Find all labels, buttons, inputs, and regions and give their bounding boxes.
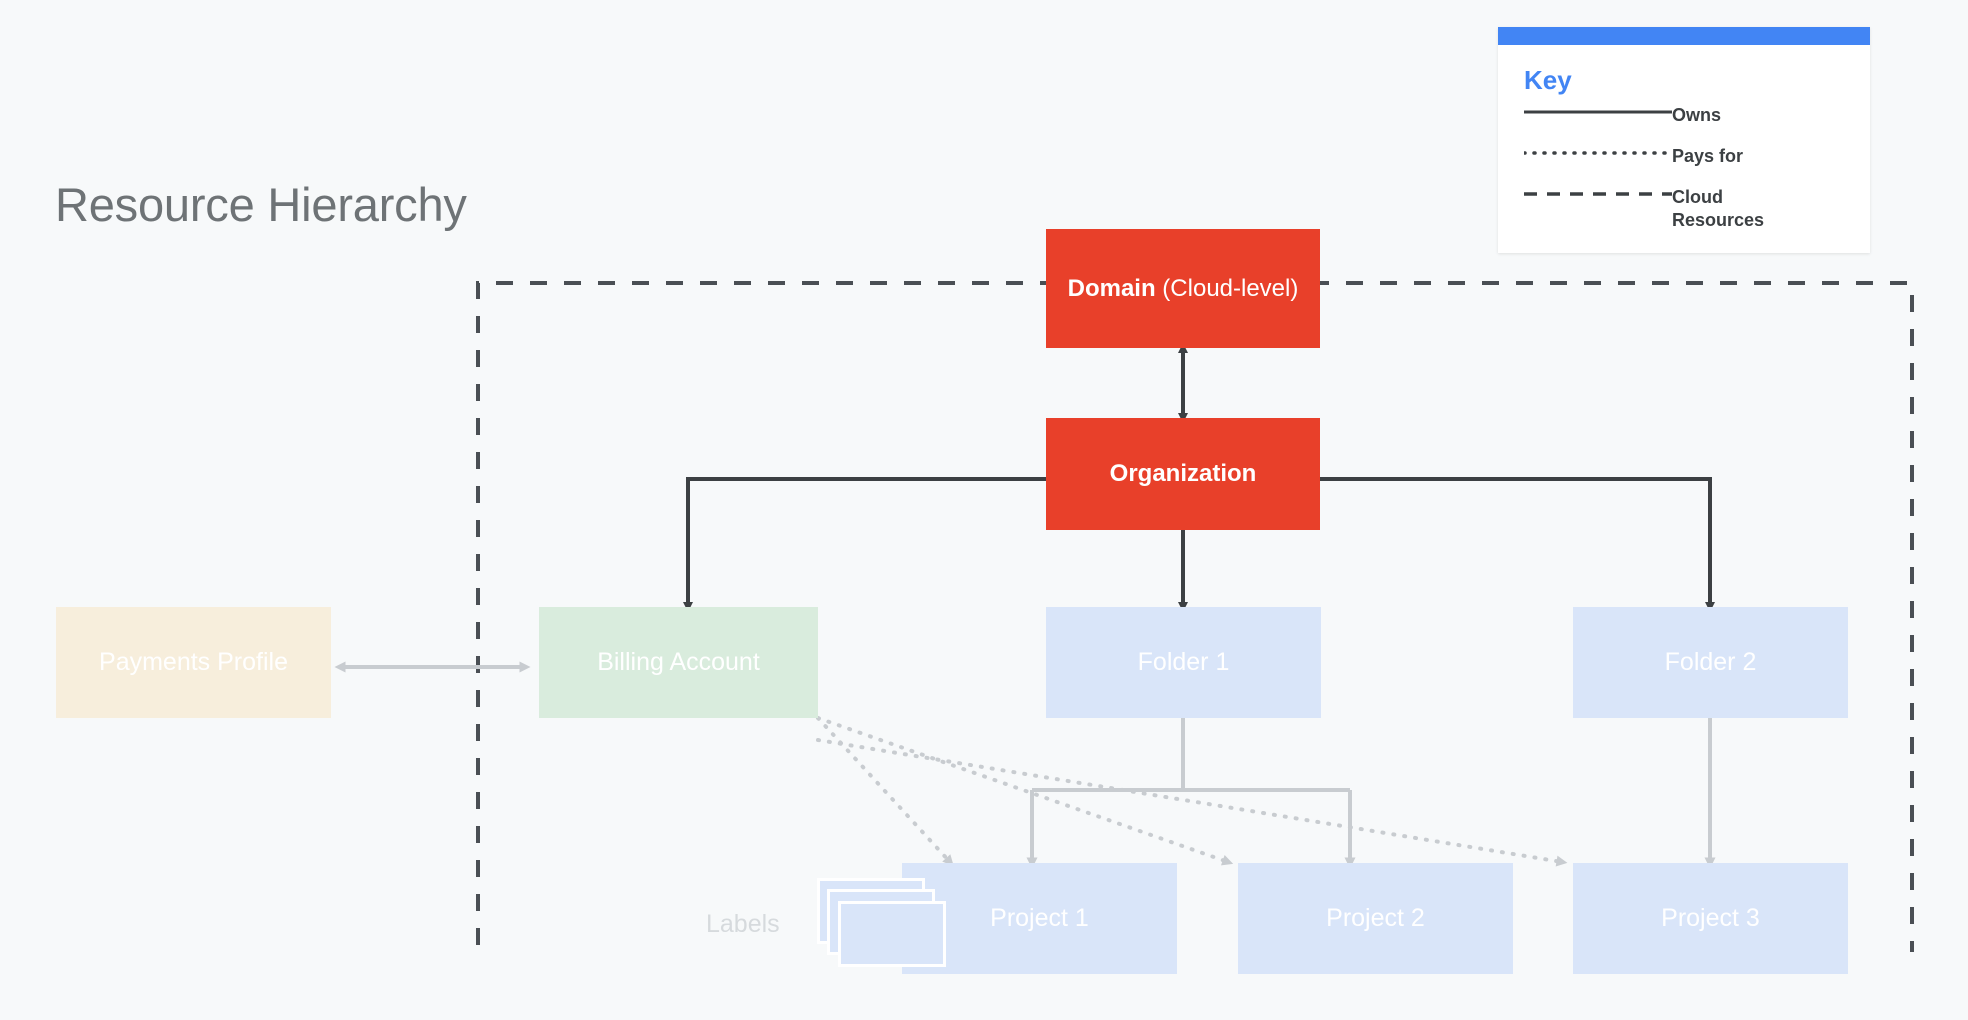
labels-annotation: Labels xyxy=(706,910,780,938)
edge-organization-billing-account xyxy=(683,477,1046,612)
node-project-2-label: Project 2 xyxy=(1326,903,1425,932)
node-project-1[interactable]: Project 1 xyxy=(902,863,1177,974)
dotted-line-icon xyxy=(1524,147,1672,169)
node-folder-1-label: Folder 1 xyxy=(1137,647,1230,676)
labels-stack-icon xyxy=(817,878,949,970)
node-folder-1[interactable]: Folder 1 xyxy=(1046,607,1321,718)
node-domain-name: Domain xyxy=(1067,274,1156,302)
label-card-front xyxy=(838,901,946,967)
node-organization[interactable]: Organization xyxy=(1046,418,1320,530)
node-billing-account[interactable]: Billing Account xyxy=(539,607,818,718)
key-label-pays-for: Pays for xyxy=(1672,146,1744,166)
edge-billing-pays-for xyxy=(816,716,1568,867)
key-row-cloud-resources: Cloud Resources xyxy=(1524,186,1844,231)
page-title: Resource Hierarchy xyxy=(55,178,467,231)
node-domain-qualifier: (Cloud-level) xyxy=(1155,274,1299,302)
node-project-2[interactable]: Project 2 xyxy=(1238,863,1513,974)
key-row-owns: Owns xyxy=(1524,104,1844,132)
key-label-owns: Owns xyxy=(1672,105,1722,125)
key-panel: Key Owns Pays for xyxy=(1498,27,1870,253)
key-accent-bar xyxy=(1498,27,1870,45)
node-payments-profile-label: Payments Profile xyxy=(99,647,288,676)
solid-line-icon xyxy=(1524,106,1672,128)
dashed-line-icon xyxy=(1524,188,1672,210)
node-project-3[interactable]: Project 3 xyxy=(1573,863,1848,974)
node-folder-2[interactable]: Folder 2 xyxy=(1573,607,1848,718)
node-payments-profile[interactable]: Payments Profile xyxy=(56,607,331,718)
key-label-cloud-resources: Cloud Resources xyxy=(1672,187,1765,230)
edge-folder1-projects xyxy=(1026,718,1356,869)
key-title: Key xyxy=(1524,65,1572,95)
node-billing-account-label: Billing Account xyxy=(597,647,760,676)
edge-organization-folder2 xyxy=(1320,477,1715,612)
node-project-3-label: Project 3 xyxy=(1661,903,1760,932)
node-organization-label: Organization xyxy=(1109,460,1257,487)
key-rows: Owns Pays for Cl xyxy=(1524,104,1844,231)
node-folder-2-label: Folder 2 xyxy=(1664,647,1757,676)
node-domain[interactable]: Domain (Cloud-level) xyxy=(1046,229,1320,348)
key-row-pays-for: Pays for xyxy=(1524,145,1844,173)
node-project-1-label: Project 1 xyxy=(990,903,1089,932)
